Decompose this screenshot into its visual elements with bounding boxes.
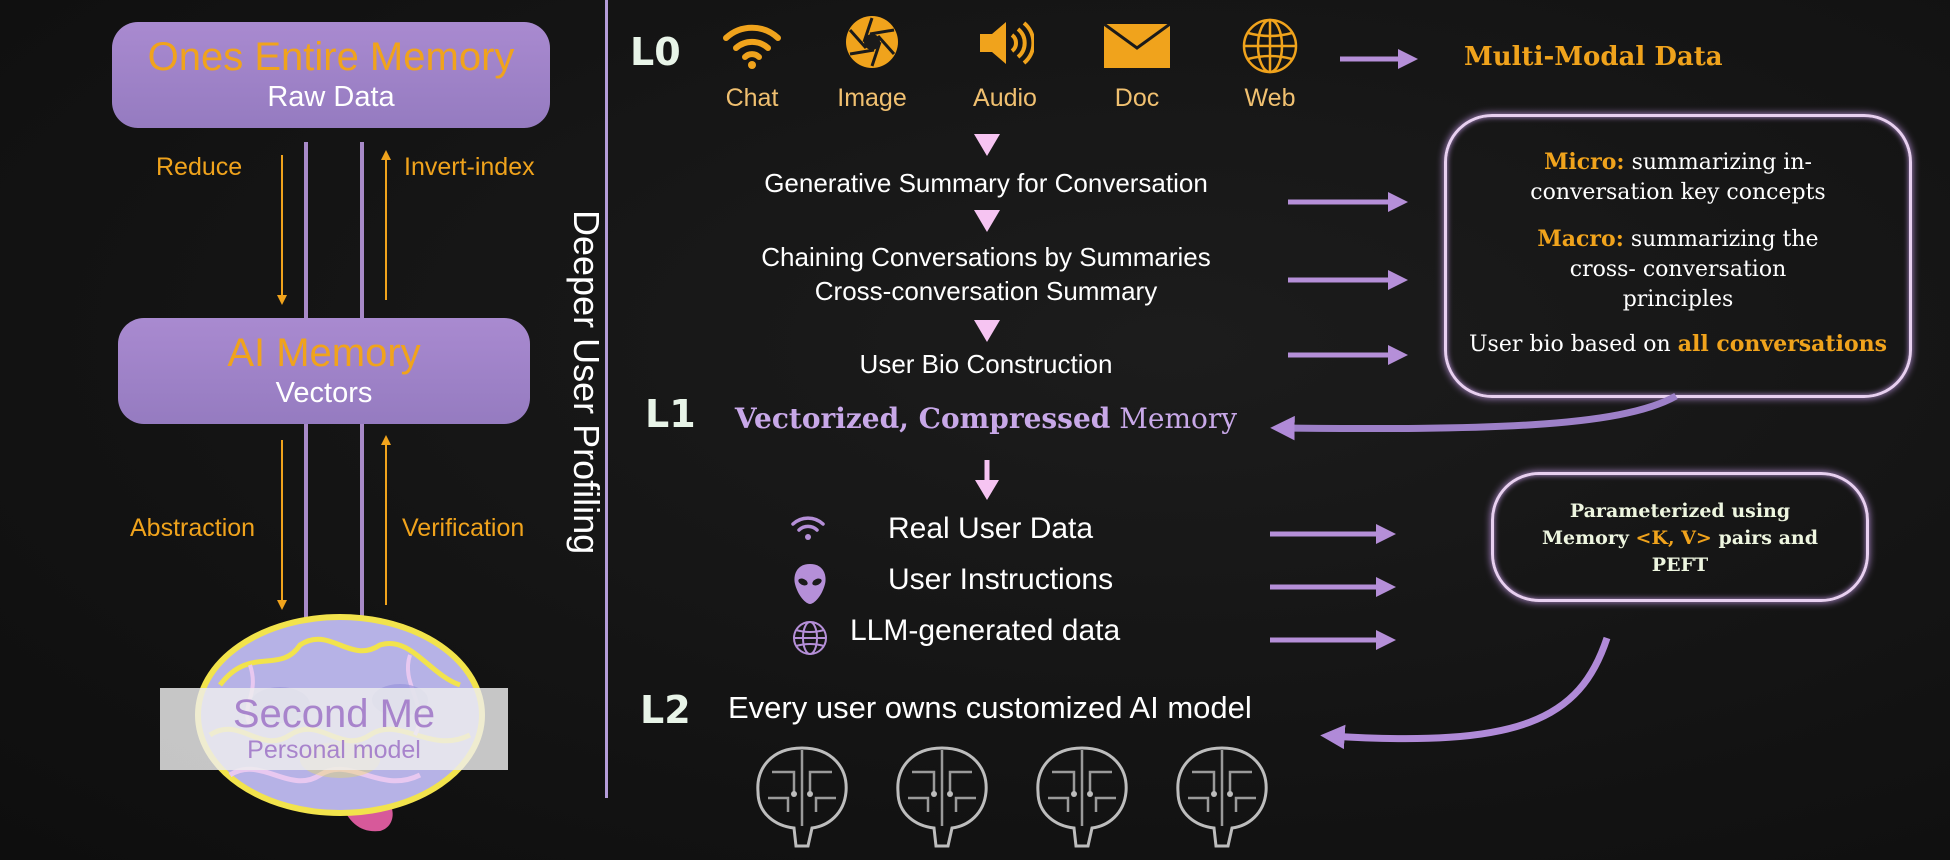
ai-memory-box: AI Memory Vectors [118, 318, 530, 424]
level-l2: L2 [640, 688, 691, 732]
micro-label: Micro: [1544, 149, 1625, 175]
brain-chip-icon [1036, 746, 1128, 848]
alien-icon [794, 564, 826, 604]
bio-line: User bio based on all conversations [1447, 329, 1909, 360]
left-connectors [277, 142, 391, 625]
macro-text-c: principles [1622, 287, 1734, 312]
macro-label: Macro: [1537, 226, 1624, 252]
param-line1: Parameterized using [1569, 500, 1791, 522]
icon-label-doc: Doc [1114, 84, 1160, 112]
aperture-icon [846, 16, 898, 68]
wifi-icon [723, 24, 781, 69]
step-generative-summary: Generative Summary for Conversation [764, 168, 1208, 198]
globe-icon [793, 621, 827, 655]
l2-customized-model-label: Every user owns customized AI model [728, 690, 1252, 725]
data-row-llm-generated: LLM-generated data [850, 614, 1121, 647]
macro-text-b: cross- conversation [1569, 257, 1787, 282]
micro-text-a: summarizing in- [1631, 150, 1812, 175]
param-line2: Memory <K, V> pairs and [1494, 525, 1866, 552]
second-me-title: Second Me [232, 692, 436, 736]
icon-label-audio: Audio [973, 84, 1037, 112]
second-me-subtitle: Personal model [247, 736, 421, 764]
vertical-divider [605, 0, 608, 798]
curved-arrow-to-l2 [1320, 636, 1611, 750]
abstraction-label: Abstraction [130, 514, 256, 542]
macro-line: Macro: summarizing the [1447, 224, 1909, 255]
raw-data-title: Ones Entire Memory [147, 35, 515, 79]
param-line2-b: pairs and [1718, 527, 1819, 549]
brain-chip-icon [1176, 746, 1268, 848]
brain-chip-icon [756, 746, 848, 848]
envelope-icon [1104, 24, 1170, 68]
param-line2-hl: <K, V> [1635, 527, 1712, 549]
down-arrow [974, 210, 1000, 232]
parameterized-callout: Parameterized using Memory <K, V> pairs … [1491, 472, 1869, 602]
step-chaining-line2: Cross-conversation Summary [814, 276, 1158, 306]
micro-line: Micro: summarizing in- [1447, 147, 1909, 178]
second-me-box: Second Me Personal model [160, 688, 508, 770]
l1-memory-label: Vectorized, Compressed Memory [726, 402, 1246, 435]
macro-text-a: summarizing the [1630, 227, 1819, 252]
l1-memory-bold: Vectorized, Compressed [734, 402, 1111, 435]
multi-modal-data-label: Multi-Modal Data [1464, 42, 1723, 72]
icon-label-image: Image [837, 84, 907, 112]
raw-data-box: Ones Entire Memory Raw Data [112, 22, 550, 128]
summary-levels-callout: Micro: summarizing in- conversation key … [1444, 114, 1912, 398]
invert-index-label: Invert-index [404, 153, 535, 181]
down-arrow [975, 480, 999, 500]
l1-memory-plain: Memory [1119, 402, 1238, 435]
speaker-icon [980, 21, 1034, 65]
icon-label-chat: Chat [725, 84, 779, 112]
step-user-bio: User Bio Construction [859, 349, 1113, 379]
verification-label: Verification [402, 514, 525, 542]
level-l0: L0 [630, 30, 681, 74]
step-chaining-line1: Chaining Conversations by Summaries [761, 242, 1211, 272]
deeper-user-profiling-title: Deeper User Profiling [566, 210, 607, 555]
ai-memory-subtitle: Vectors [275, 377, 373, 409]
raw-data-subtitle: Raw Data [267, 81, 395, 113]
level-l1: L1 [645, 392, 696, 436]
brain-chip-icon [896, 746, 988, 848]
globe-icon [1242, 18, 1298, 74]
ai-memory-title: AI Memory [227, 331, 421, 375]
wifi-icon [791, 516, 825, 540]
param-line2-a: Memory [1541, 527, 1629, 549]
down-arrow [974, 320, 1000, 342]
data-row-real-user-data: Real User Data [888, 512, 1094, 545]
micro-text-b: conversation key concepts [1530, 180, 1826, 205]
bio-highlight: all conversations [1677, 331, 1887, 357]
param-line3: PEFT [1651, 554, 1709, 576]
data-row-user-instructions: User Instructions [888, 563, 1114, 596]
down-arrow [974, 134, 1000, 156]
curved-arrow-to-l1 [1270, 392, 1678, 441]
reduce-label: Reduce [156, 153, 243, 181]
icon-label-web: Web [1244, 84, 1296, 112]
bio-text: User bio based on [1469, 332, 1671, 357]
